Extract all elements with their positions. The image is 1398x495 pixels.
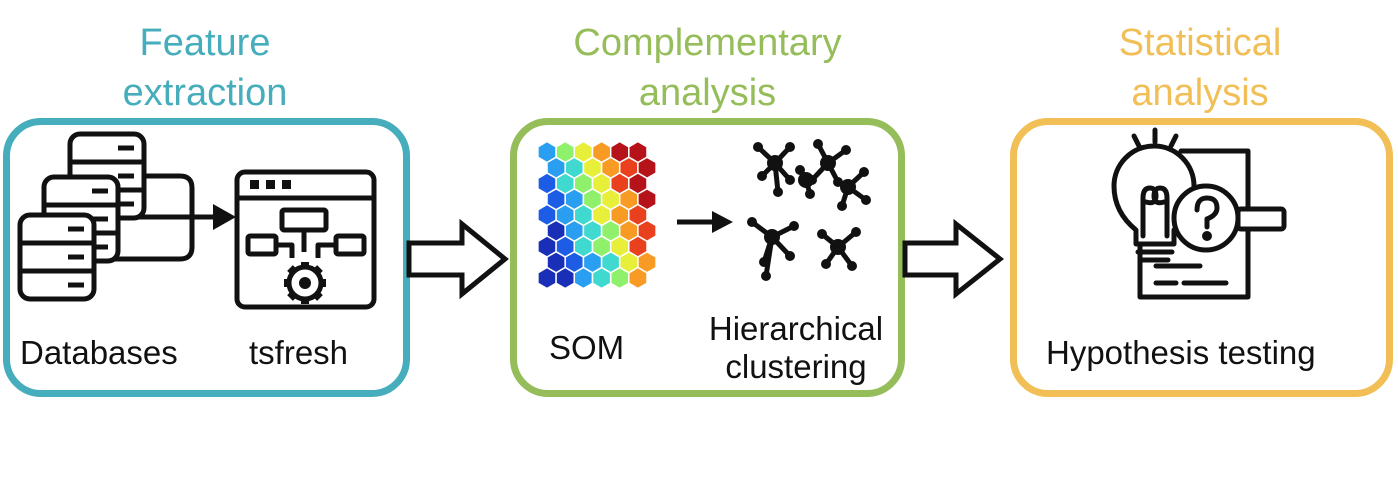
cluster-hub-node (764, 229, 780, 245)
hierarchical-clustering-label: Hierarchical clustering (696, 310, 896, 386)
complementary-analysis-title-line1: Complementary (573, 22, 842, 64)
cluster-leaf-node (747, 217, 757, 227)
cluster-leaf-node (753, 142, 763, 152)
cluster-leaf-node (761, 271, 771, 281)
feature-extraction-title-line2: extraction (122, 72, 288, 114)
cluster-hub-node (830, 239, 846, 255)
cluster-hub-node (767, 155, 783, 171)
som-hexagon-cell (555, 266, 576, 290)
cluster-leaf-node (773, 187, 783, 197)
cluster-leaf-node (859, 167, 869, 177)
cluster-hub-node (798, 172, 814, 188)
cluster-leaf-node (785, 175, 795, 185)
cluster-leaf-node (837, 201, 847, 211)
complementary-analysis-title-line2: analysis (638, 72, 777, 114)
flow-arrow-2 (902, 218, 1005, 300)
cluster-leaf-node (861, 195, 871, 205)
database-stack-icon (17, 131, 236, 302)
tsfresh-window-gear-icon (234, 169, 377, 310)
som-hexagon-cell (609, 266, 630, 290)
cluster-leaf-node (805, 189, 815, 199)
cluster-hub-node (840, 179, 856, 195)
hypothesis-testing-label: Hypothesis testing (1046, 334, 1316, 371)
statistical-analysis-title-line1: Statistical (1118, 22, 1282, 64)
cluster-leaf-node (851, 227, 861, 237)
statistical-analysis-title-line2: analysis (1131, 72, 1269, 114)
complementary-analysis-panel (510, 118, 905, 397)
feature-extraction-title-line1: Feature (139, 22, 271, 64)
cluster-leaf-node (785, 251, 795, 261)
som-to-clustering-arrow (677, 211, 733, 233)
som-hexagon-cell (628, 266, 648, 290)
cluster-leaf-node (817, 229, 827, 239)
som-label: SOM (549, 329, 625, 366)
tsfresh-label: tsfresh (249, 334, 349, 371)
cluster-leaf-node (785, 142, 795, 152)
complementary-analysis-title: Complementary analysis (515, 18, 900, 118)
som-hexagon-cell (537, 266, 557, 290)
hierarchical-clustering-label-line1: Hierarchical (708, 310, 884, 347)
som-hexagon-cell (591, 266, 612, 290)
som-hexagon-cell (573, 266, 594, 290)
cluster-hub-node (820, 155, 836, 171)
cluster-leaf-node (821, 259, 831, 269)
cluster-network-icon (747, 139, 871, 281)
cluster-leaf-node (795, 165, 805, 175)
cluster-leaf-node (759, 257, 769, 267)
feature-extraction-title: Feature extraction (60, 18, 350, 118)
som-hexagon-map-icon (537, 140, 657, 290)
lightbulb-magnifier-icon (1111, 127, 1287, 300)
cluster-leaf-node (841, 145, 851, 155)
cluster-leaf-node (813, 139, 823, 149)
cluster-leaf-node (789, 221, 799, 231)
cluster-leaf-node (757, 171, 767, 181)
databases-label: Databases (20, 334, 178, 371)
cluster-leaf-node (847, 261, 857, 271)
statistical-analysis-title: Statistical analysis (1060, 18, 1340, 118)
hierarchical-clustering-label-line2: clustering (725, 348, 867, 385)
flow-arrow-1 (406, 218, 509, 300)
statistical-analysis-panel (1010, 118, 1393, 397)
